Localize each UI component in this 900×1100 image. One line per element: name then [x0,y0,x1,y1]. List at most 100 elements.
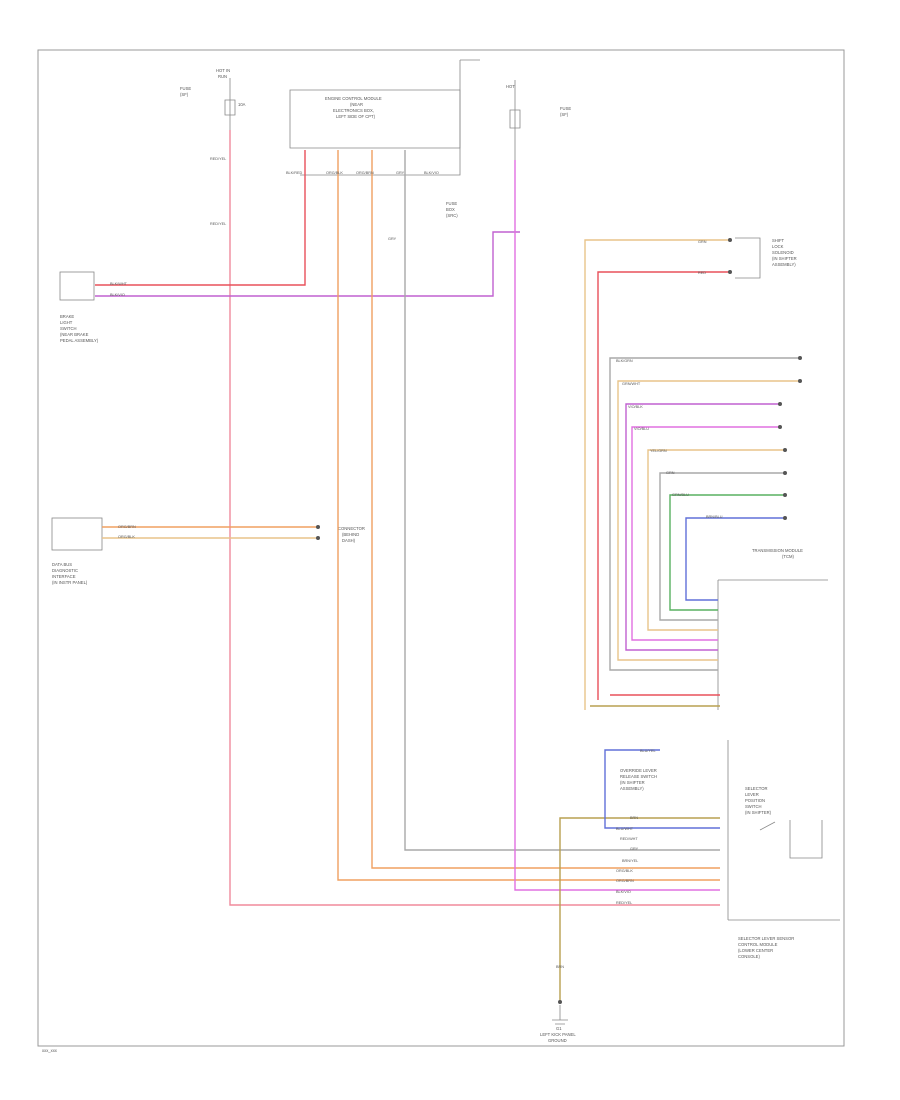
terminal-dot [798,356,802,360]
wire-sel-loop [604,749,720,829]
terminal-dot [316,536,320,540]
selector-position-switch: SELECTOR LEVER POSITION SWITCH (IN SHIFT… [745,786,823,859]
svg-text:SELECTOR: SELECTOR [745,786,768,791]
svg-text:DIAGNOSTIC: DIAGNOSTIC [52,568,78,573]
terminal-dot [316,525,320,529]
wire-label-ecm-1: BLK/RED [286,171,303,175]
wires-layer [95,130,802,1004]
fuse-box: FUSE BOX (SRC) [446,201,458,218]
svg-text:CONTROL MODULE: CONTROL MODULE [738,942,778,947]
wire-fuse-red [229,130,720,906]
svg-text:POSITION: POSITION [745,798,765,803]
wire-label-tcm-5: YEL/GRN [650,449,667,453]
wire-label-tcm-1: BLK/GRN [616,359,633,363]
wire-label-ecm-5: BLK/VIO [424,171,439,175]
svg-text:(SRC): (SRC) [446,213,458,218]
connector-behind-dash: CONNECTOR (BEHIND DASH) [338,526,365,543]
wire-brake-b [95,231,520,297]
svg-text:CONSOLE): CONSOLE) [738,954,760,959]
svg-text:FUSE: FUSE [560,106,571,111]
wire-ecm-grey [404,150,720,851]
svg-text:SELECTOR LEVER SENSOR: SELECTOR LEVER SENSOR [738,936,794,941]
wire-label-v-gry: GRY [388,237,397,241]
svg-text:SWITCH: SWITCH [745,804,762,809]
svg-text:RELEASE SWITCH: RELEASE SWITCH [620,774,657,779]
ecm-component: ENGINE CONTROL MODULE (NEAR ELECTRONICS … [289,59,480,176]
wire-label-sol-a: GRN [698,240,707,244]
wire-ground [559,817,720,1002]
svg-text:DATA BUS: DATA BUS [52,562,72,567]
svg-text:(TCM): (TCM) [782,554,794,559]
wire-label-sel-8: BLK/VIO [616,890,631,894]
svg-text:(SF): (SF) [560,112,569,117]
svg-text:(LOWER CENTER: (LOWER CENTER [738,948,773,953]
svg-text:ASSEMBLY): ASSEMBLY) [772,262,796,267]
ecm-label-1: ENGINE CONTROL MODULE [325,96,382,101]
terminal-dot [558,1000,562,1004]
terminal-dot [783,493,787,497]
wire-sol-b [597,271,730,700]
wire-label-tcm-7: GRN/BLU [672,493,689,497]
wire-label-sel-6: ORG/BLK [616,869,633,873]
svg-text:10A: 10A [238,102,246,107]
wire-label-ecm-3: ORG/BRN [356,171,374,175]
wire-label-ground: BRN [556,965,564,969]
ground-g1: G1 LEFT KICK PANEL GROUND [540,1005,576,1043]
terminal-dot [783,471,787,475]
wire-ecm-magenta [514,160,720,891]
wire-sol-a [584,239,730,710]
wire-label-sel-5: RED/WHT [620,837,638,841]
svg-text:HOT IN: HOT IN [216,68,230,73]
wire-label-tcm-6: GRN [666,471,675,475]
terminal-dot [783,516,787,520]
svg-text:G1: G1 [556,1026,562,1031]
wire-label-fuse-out: RED/YEL [210,157,226,161]
terminal-dot [783,448,787,452]
wire-tcm-2 [617,380,800,661]
wire-tcm-4 [631,426,780,641]
diagram-frame [37,49,845,1047]
terminal-dot [778,402,782,406]
svg-text:LEVER: LEVER [745,792,759,797]
terminal-dot [728,270,732,274]
svg-text:SWITCH: SWITCH [60,326,77,331]
svg-text:LEFT KICK PANEL: LEFT KICK PANEL [540,1032,576,1037]
wire-label-sel-9: RED/YEL [616,901,632,905]
svg-text:LOCK: LOCK [772,244,784,249]
svg-text:(BEHIND: (BEHIND [342,532,359,537]
svg-text:GROUND: GROUND [548,1038,567,1043]
svg-text:DASH): DASH) [342,538,356,543]
terminal-dot [798,379,802,383]
terminal-dot [728,238,732,242]
svg-text:(NEAR BRAKE: (NEAR BRAKE [60,332,89,337]
svg-text:LIGHT: LIGHT [60,320,73,325]
fuse-right: HOT FUSE (SF) [506,80,571,160]
wire-label-sel-1: BLU/YEL [640,749,656,753]
svg-text:OVERRIDE LEVER: OVERRIDE LEVER [620,768,657,773]
wire-label-brake-a: BLK/WHT [110,282,128,286]
svg-text:RUN: RUN [218,74,227,79]
svg-text:HOT: HOT [506,84,515,89]
svg-text:BRAKE: BRAKE [60,314,74,319]
svg-text:INTERFACE: INTERFACE [52,574,76,579]
wire-label-sel-3: BRN [630,816,638,820]
wire-tcm-5 [647,449,785,631]
svg-text:FUSE: FUSE [180,86,191,91]
data-bus-interface: DATA BUS DIAGNOSTIC INTERFACE (IN INSTR … [51,517,103,585]
wire-label-sel-10: BRN/YEL [622,859,638,863]
wire-label-tcm-4: VIO/BLU [634,427,649,431]
wire-label-sel-7: ORG/BRN [616,879,634,883]
wire-label-ecm-4: GRY [396,171,405,175]
selector-control-module: SELECTOR LEVER SENSOR CONTROL MODULE (LO… [727,740,840,959]
svg-text:(IN SHIFTER: (IN SHIFTER [620,780,645,785]
wire-tcm-6 [659,472,785,621]
wire-tcm-8 [685,517,785,601]
wire-label-tcm-3: VIO/BLK [628,405,643,409]
brake-switch: BRAKE LIGHT SWITCH (NEAR BRAKE PEDAL ASS… [59,271,99,343]
page-code: xxx_xxx [42,1048,58,1053]
ecm-label-2: (NEAR [350,102,363,107]
override-release-switch: OVERRIDE LEVER RELEASE SWITCH (IN SHIFTE… [620,768,657,791]
svg-text:(IN SHIFTER): (IN SHIFTER) [745,810,772,815]
wire-label-sol-b: RED [698,271,706,275]
